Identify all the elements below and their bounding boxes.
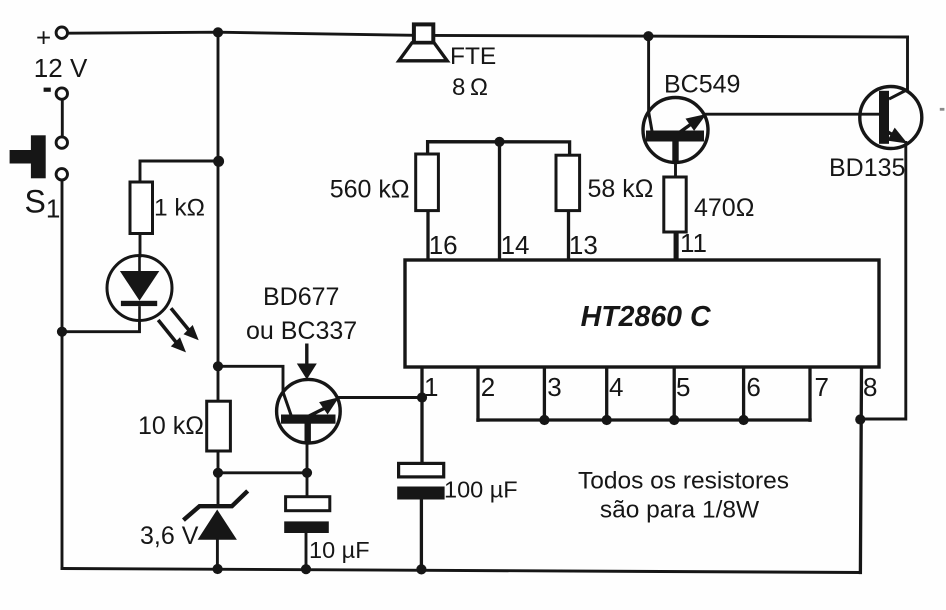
- svg-text:58 kΩ: 58 kΩ: [588, 175, 654, 203]
- svg-text:2: 2: [481, 372, 495, 402]
- svg-text:3: 3: [547, 372, 561, 402]
- svg-text:10 kΩ: 10 kΩ: [138, 412, 204, 440]
- svg-text:1 kΩ: 1 kΩ: [154, 194, 205, 221]
- svg-text:11: 11: [680, 228, 707, 258]
- svg-text:+: +: [36, 23, 51, 53]
- svg-text:8: 8: [452, 74, 465, 101]
- svg-text:13: 13: [569, 230, 598, 260]
- svg-text:4: 4: [609, 372, 623, 402]
- svg-text:são para 1/8W: são para 1/8W: [600, 496, 760, 523]
- svg-text:6: 6: [746, 372, 760, 402]
- svg-text:14: 14: [501, 230, 530, 260]
- svg-text:10 µF: 10 µF: [309, 537, 370, 563]
- svg-text:BD135: BD135: [829, 154, 905, 182]
- svg-text:16: 16: [429, 230, 458, 260]
- svg-text:560 kΩ: 560 kΩ: [330, 175, 410, 203]
- svg-text:ou BC337: ou BC337: [246, 317, 357, 345]
- svg-text:3,6 V: 3,6 V: [140, 522, 199, 550]
- svg-text:BD677: BD677: [263, 283, 339, 311]
- svg-text:Ω: Ω: [470, 74, 488, 101]
- svg-text:HT2860 C: HT2860 C: [581, 301, 711, 333]
- svg-text:FTE: FTE: [450, 43, 496, 70]
- svg-text:100 µF: 100 µF: [444, 477, 518, 503]
- svg-text:12 V: 12 V: [34, 53, 88, 83]
- svg-text:Todos os resistores: Todos os resistores: [578, 468, 789, 495]
- svg-text:1: 1: [424, 372, 438, 402]
- svg-text:5: 5: [676, 372, 690, 402]
- svg-text:BC549: BC549: [664, 71, 740, 99]
- svg-text:8: 8: [863, 372, 877, 402]
- svg-text:470Ω: 470Ω: [694, 194, 754, 222]
- svg-text:7: 7: [815, 372, 829, 402]
